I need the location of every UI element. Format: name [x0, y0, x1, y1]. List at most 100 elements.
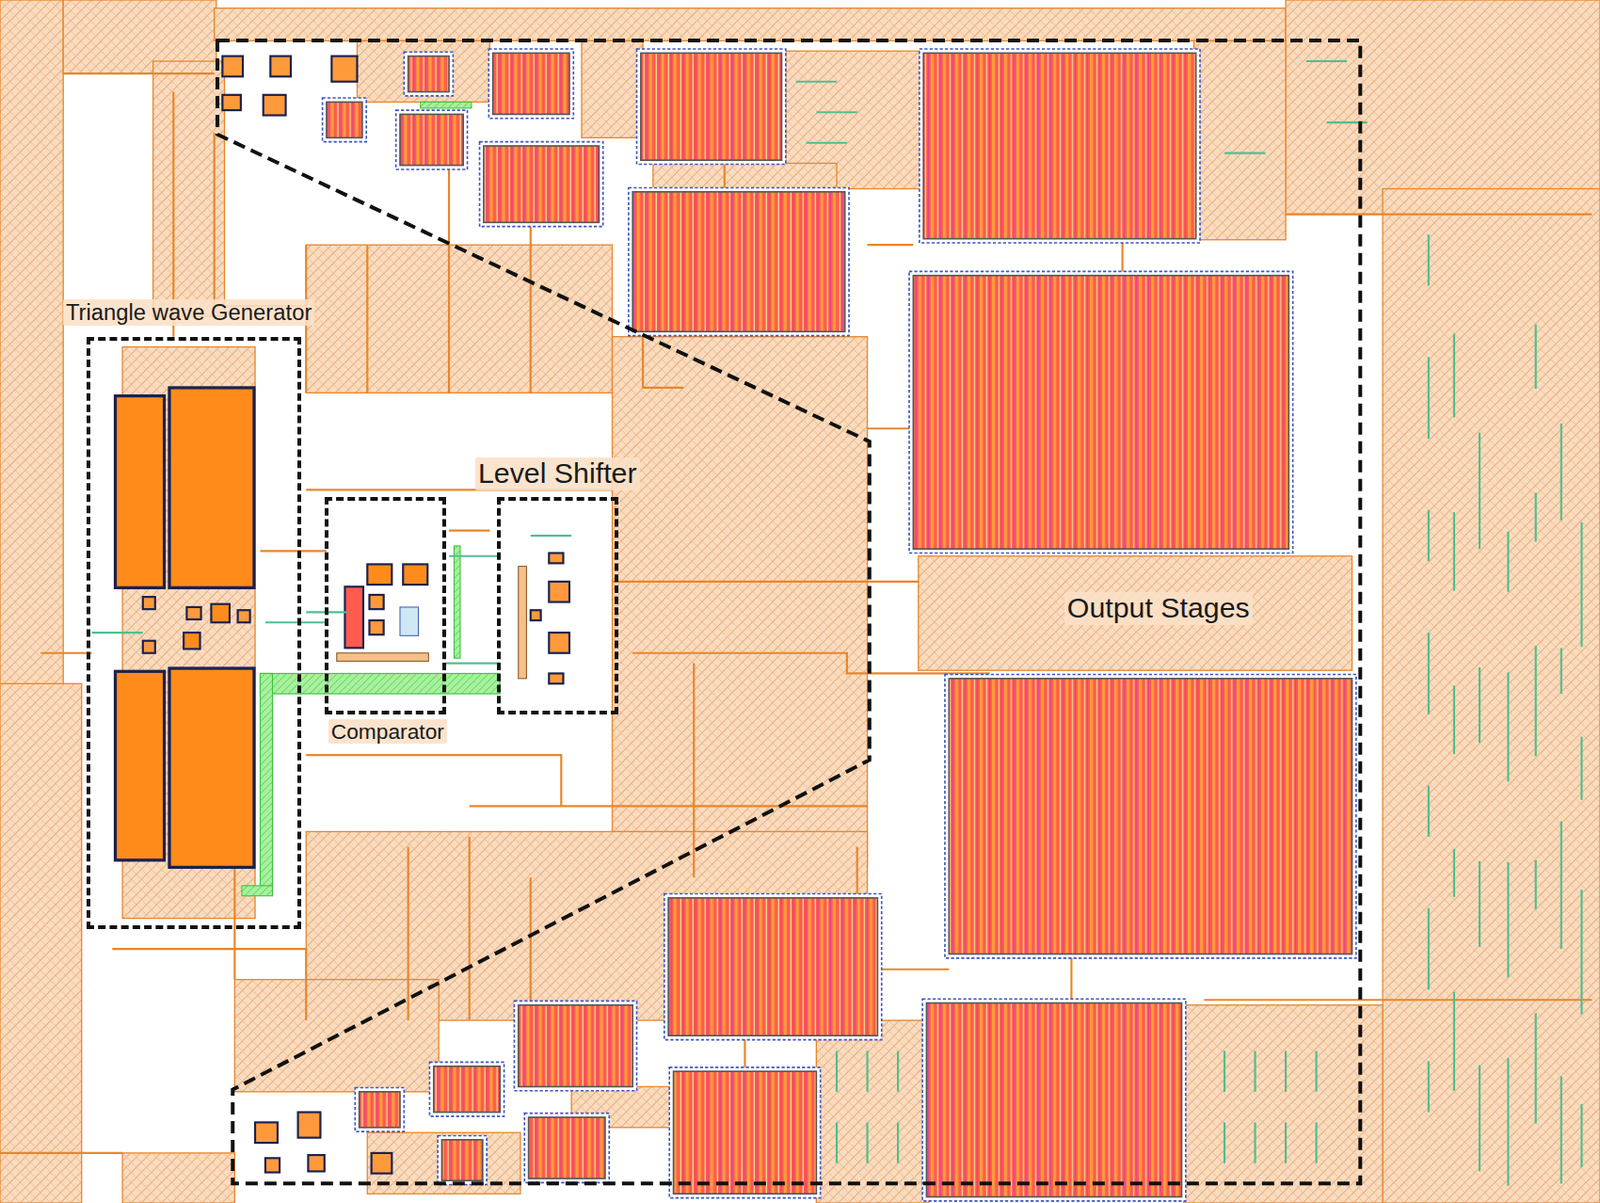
device-cell	[115, 396, 165, 589]
metal-wire	[63, 72, 214, 75]
transistor-array	[919, 48, 1200, 243]
device-cell	[263, 95, 287, 116]
via-marks	[835, 1121, 838, 1163]
metal-wire	[632, 653, 990, 674]
metal-wire	[1121, 240, 1124, 276]
finger-array	[359, 1091, 400, 1128]
via-marks	[865, 1050, 868, 1091]
finger-array	[948, 678, 1352, 955]
device-cell	[222, 56, 243, 78]
device-cell	[265, 1157, 280, 1172]
via-marks	[816, 111, 857, 113]
via-marks	[1315, 1121, 1318, 1163]
device-cell	[331, 56, 357, 82]
transistor-array	[437, 1135, 487, 1184]
device-cell	[210, 604, 230, 624]
well-outline	[637, 48, 786, 164]
via-marks	[446, 661, 500, 664]
dashed-boundary	[217, 40, 1360, 1184]
device-cell	[548, 632, 570, 654]
device-cell	[115, 671, 165, 861]
finger-array	[912, 275, 1289, 550]
transistor-array	[513, 1000, 637, 1090]
well-outline	[664, 894, 882, 1040]
via-marks	[1506, 862, 1509, 977]
finger-array	[632, 192, 846, 333]
via-marks	[796, 80, 837, 83]
via-marks	[806, 142, 848, 144]
transistor-array	[922, 998, 1186, 1201]
transistor-array	[396, 110, 468, 170]
poly-route	[453, 545, 461, 658]
block-label: Level Shifter	[475, 457, 640, 491]
well-outline	[944, 674, 1357, 959]
metal-wire	[1203, 998, 1592, 1001]
device-cell	[222, 95, 241, 111]
poly-route	[259, 672, 272, 893]
metal-fill	[1382, 189, 1600, 1203]
metal-wire	[366, 244, 368, 393]
metal-wire	[448, 529, 490, 532]
finger-array	[400, 113, 464, 165]
metal-wire	[259, 549, 326, 552]
metal-wire	[529, 877, 532, 1021]
block-region: Triangle wave Generator	[86, 336, 302, 929]
via-marks	[1427, 510, 1430, 561]
metal-wire	[0, 1152, 123, 1154]
device-cell	[400, 607, 419, 636]
via-marks	[1253, 1050, 1256, 1091]
via-marks	[1427, 908, 1430, 991]
well-outline	[919, 48, 1200, 243]
metal-wire	[867, 427, 914, 430]
via-marks	[265, 621, 325, 624]
well-outline	[396, 110, 468, 170]
via-marks	[1535, 645, 1537, 756]
metal-wire	[305, 754, 561, 806]
metal-wire	[612, 580, 919, 583]
via-marks	[1560, 647, 1563, 694]
via-marks	[1580, 1104, 1583, 1168]
via-marks	[1580, 736, 1583, 800]
via-marks	[1223, 1121, 1226, 1163]
poly-route	[420, 101, 472, 109]
via-marks	[1427, 234, 1430, 286]
metal-fill	[356, 40, 490, 102]
metal-wire	[529, 224, 532, 393]
device-cell	[530, 609, 542, 621]
transistor-array	[664, 894, 882, 1040]
via-marks	[896, 1050, 899, 1091]
well-outline	[480, 142, 604, 227]
device-cell	[344, 586, 364, 648]
transistor-array	[628, 187, 849, 336]
output-region: Output Stages	[217, 40, 1360, 1184]
block-region: Comparator	[324, 496, 447, 715]
finger-array	[518, 1005, 633, 1088]
finger-array	[923, 52, 1196, 239]
finger-array	[441, 1139, 482, 1181]
via-marks	[448, 555, 500, 558]
device-cell	[548, 581, 570, 603]
transistor-array	[429, 1061, 504, 1116]
via-marks	[1453, 848, 1456, 897]
finger-array	[640, 52, 783, 160]
finger-array	[673, 1071, 817, 1194]
poly-route	[241, 885, 273, 896]
via-marks	[1478, 861, 1481, 947]
device-cell	[336, 653, 430, 662]
via-marks	[1580, 889, 1583, 1014]
device-cell	[402, 563, 428, 585]
finger-array	[493, 52, 570, 114]
metal-wire	[723, 160, 726, 192]
device-cell	[143, 640, 156, 654]
via-marks	[530, 534, 572, 537]
via-marks	[1478, 667, 1481, 743]
metal-fill	[0, 683, 82, 1203]
well-outline	[922, 998, 1186, 1201]
device-cell	[371, 1152, 393, 1174]
metal-wire	[1285, 213, 1592, 216]
well-outline	[429, 1061, 504, 1116]
device-cell	[270, 56, 291, 78]
metal-wire	[448, 162, 450, 393]
device-cell	[548, 672, 563, 684]
